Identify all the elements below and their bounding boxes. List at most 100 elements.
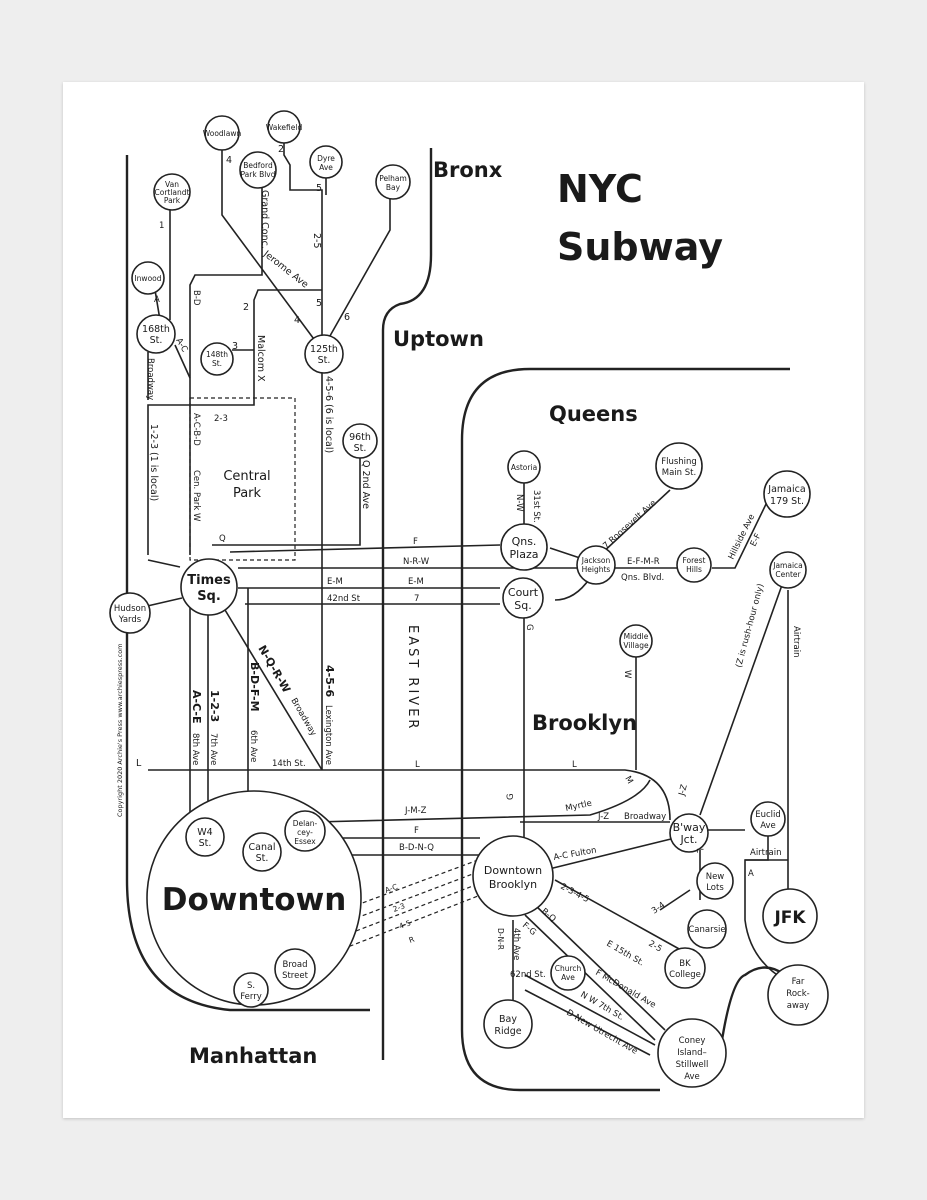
- label-pelham-1: Pelham: [379, 174, 407, 183]
- station-jamaica-center[interactable]: [769, 551, 807, 589]
- station-new-lots[interactable]: [696, 862, 734, 900]
- line-label-g2: G: [506, 793, 516, 800]
- station-canal[interactable]: [242, 832, 282, 872]
- label-bay-ridge-2: Ridge: [494, 1026, 521, 1037]
- line-label-q: Q: [219, 534, 226, 544]
- label-forest-1: Forest: [682, 556, 705, 565]
- route-bq-line: [534, 904, 666, 1031]
- label-vc-1: Van: [165, 180, 179, 189]
- label-dyre-1: Dyre: [317, 154, 335, 163]
- label-bway-2: Jct.: [679, 833, 697, 846]
- station-middle-village[interactable]: [619, 624, 653, 658]
- label-wakefield: Wakefield: [266, 123, 303, 132]
- station-s-ferry[interactable]: [233, 972, 269, 1008]
- station-court-sq[interactable]: [502, 577, 544, 619]
- line-label-bq: B-Q: [539, 907, 558, 925]
- label-euclid-1: Euclid: [755, 810, 781, 820]
- station-forest-hills[interactable]: [676, 547, 712, 583]
- label-coney-4: Ave: [684, 1072, 700, 1082]
- station-coney-island[interactable]: [657, 1018, 727, 1088]
- station-astoria[interactable]: [507, 450, 541, 484]
- station-jackson-heights[interactable]: [576, 545, 616, 585]
- label-far-rockaway-3: away: [787, 1001, 809, 1011]
- station-dyre-ave[interactable]: [309, 145, 343, 179]
- region-east-river: EAST RIVER: [405, 625, 420, 731]
- station-bk-college[interactable]: [664, 947, 706, 989]
- station-bay-ridge[interactable]: [483, 999, 533, 1049]
- station-broad-st[interactable]: [274, 948, 316, 990]
- line-label-2345: 2-3-4-5: [559, 882, 591, 905]
- line-label-l5: L: [694, 848, 704, 853]
- label-jamaica179-1: Jamaica: [767, 484, 805, 495]
- label-jackson-2: Heights: [582, 565, 611, 574]
- line-label-8th: 8th Ave: [190, 733, 200, 765]
- label-downtown-bk-2: Brooklyn: [489, 878, 537, 891]
- route-6-line: [321, 197, 391, 351]
- station-van-cortlandt[interactable]: [153, 173, 191, 211]
- label-bedford-1: Bedford: [243, 161, 273, 170]
- line-label-utrecht: D New Utrecht Ave: [565, 1008, 640, 1057]
- line-label-42nd: 42nd St: [327, 594, 361, 604]
- station-148th[interactable]: [200, 342, 234, 376]
- station-inwood[interactable]: [131, 261, 165, 295]
- line-label-myrtle: Myrtle: [565, 799, 593, 814]
- station-euclid-ave[interactable]: [750, 801, 786, 837]
- label-canarsie: Canarsie: [688, 925, 725, 935]
- line-label-jmz: J-M-Z: [404, 806, 427, 816]
- line-label-45: 4-5: [398, 918, 413, 931]
- label-pelham-2: Bay: [386, 183, 401, 192]
- route-3-4-line: [659, 889, 691, 911]
- line-label-nrw: N-R-W: [403, 557, 430, 567]
- station-jamaica-179[interactable]: [763, 470, 811, 518]
- station-woodlawn[interactable]: [204, 115, 240, 151]
- label-dyre-2: Ave: [319, 163, 333, 172]
- station-bway-jct[interactable]: [669, 813, 709, 853]
- label-delancey-2: cey-: [297, 828, 313, 837]
- line-label-broadway-dn: Broadway: [288, 697, 318, 738]
- station-flushing[interactable]: [655, 442, 703, 490]
- station-hudson-yards[interactable]: [109, 592, 151, 634]
- station-jfk[interactable]: [762, 888, 818, 944]
- label-coney-1: Coney: [679, 1036, 706, 1046]
- line-label-acbd: A-C-B-D: [191, 413, 201, 446]
- route-2-3-line: [147, 289, 322, 555]
- line-label-qns-blvd: Qns. Blvd.: [621, 573, 664, 583]
- line-label-ac: A-C: [173, 337, 189, 355]
- route-4-line: [221, 150, 323, 351]
- line-label-ac2: A-C: [384, 882, 399, 895]
- station-125th[interactable]: [304, 334, 344, 374]
- station-times-sq[interactable]: [180, 558, 238, 616]
- route-l-line: [148, 769, 671, 821]
- station-church-ave[interactable]: [550, 955, 586, 991]
- label-euclid-2: Ave: [760, 821, 776, 831]
- line-label-5a: 5: [316, 183, 322, 194]
- line-label-r: R: [408, 935, 416, 945]
- station-delancey[interactable]: [284, 810, 326, 852]
- station-w4[interactable]: [185, 817, 225, 857]
- label-times-1: Times: [187, 573, 231, 588]
- station-qns-plaza[interactable]: [500, 523, 548, 571]
- line-label-456: 4-5-6: [323, 665, 336, 697]
- label-vc-2: Cortlandt: [155, 188, 190, 197]
- station-canarsie[interactable]: [687, 909, 727, 949]
- station-168th[interactable]: [136, 314, 176, 354]
- subway-map: Woodlawn Wakefield Bedford Park Blvd Dyr…: [109, 110, 829, 1092]
- station-downtown-brooklyn[interactable]: [472, 835, 554, 917]
- station-96th[interactable]: [342, 423, 378, 459]
- station-far-rockaway[interactable]: [767, 964, 829, 1026]
- line-label-broadway-bk: Broadway: [624, 812, 666, 822]
- region-bronx: Bronx: [433, 158, 503, 182]
- line-label-5b: 5: [316, 298, 322, 309]
- line-label-m: M: [622, 775, 634, 786]
- station-pelham-bay[interactable]: [375, 164, 411, 200]
- label-96-2: St.: [354, 443, 367, 454]
- station-wakefield[interactable]: [267, 110, 301, 144]
- label-far-rockaway-2: Rock-: [786, 989, 809, 999]
- label-vc-3: Park: [164, 196, 181, 205]
- line-label-nw: N-W: [514, 494, 524, 512]
- label-bk-college-2: College: [669, 970, 701, 980]
- station-bedford-park[interactable]: [239, 151, 277, 189]
- route-fg-line: [524, 914, 656, 1041]
- label-125-2: St.: [318, 355, 331, 366]
- route-f-line: [229, 544, 501, 553]
